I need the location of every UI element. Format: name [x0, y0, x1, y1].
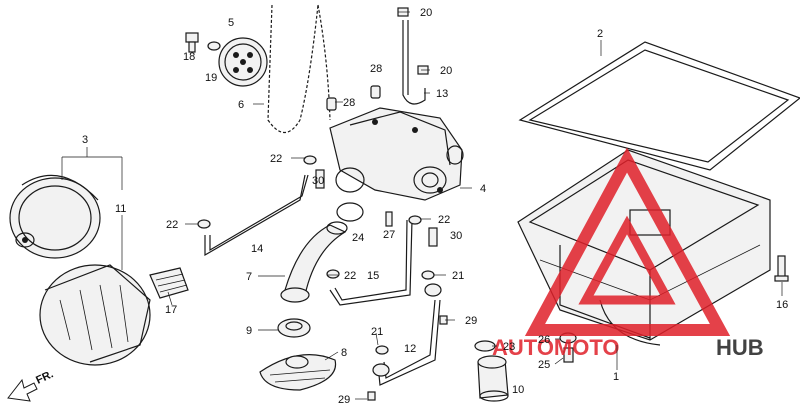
oil-pipe-14	[204, 174, 309, 257]
callout-27: 27	[383, 229, 395, 241]
callout-18: 18	[183, 51, 195, 63]
watermark-right-text: HUB	[716, 335, 764, 360]
callout-labels: 1 2 3 4 5 6 7 8 9 10 11 12 13 14 15 16 1…	[82, 7, 788, 406]
front-direction-arrow-icon: FR.	[7, 368, 55, 402]
callout-9: 9	[246, 325, 252, 337]
callout-26: 26	[538, 334, 550, 346]
pump-mounting-bolts	[315, 169, 448, 401]
callout-19: 19	[205, 72, 217, 84]
callout-12: 12	[404, 343, 416, 355]
oil-pipe-upper	[402, 20, 426, 105]
callout-17: 17	[165, 304, 177, 316]
leader-lines	[61, 11, 783, 400]
sprocket-bolt	[185, 32, 199, 53]
callout-20-top: 20	[420, 7, 432, 19]
oil-pipe-12	[372, 283, 442, 386]
callout-29-right: 29	[465, 315, 477, 327]
callout-15: 15	[367, 270, 379, 282]
callout-21-lower: 21	[371, 326, 383, 338]
callout-13: 13	[436, 88, 448, 100]
oil-pressure-switch	[477, 355, 509, 402]
strainer-seal	[277, 318, 311, 338]
callout-20-mid: 20	[440, 65, 452, 77]
callout-2: 2	[597, 28, 603, 40]
oil-strainer-pipe	[280, 221, 348, 303]
callout-11: 11	[115, 203, 126, 215]
oil-pump-assembly	[329, 107, 464, 201]
callout-8: 8	[341, 347, 347, 359]
callout-7: 7	[246, 271, 252, 283]
callout-24: 24	[352, 232, 364, 244]
oil-strainer-screen	[259, 354, 337, 391]
oil-pump-drive-chain	[267, 4, 331, 134]
callout-30-left: 30	[312, 175, 324, 187]
callout-28-lower: 28	[343, 97, 355, 109]
callout-30-right: 30	[450, 230, 462, 242]
callout-29-bottom: 29	[338, 394, 350, 406]
oil-filter-cartridge	[9, 174, 151, 366]
stud-bolt	[774, 255, 789, 282]
oil-pan-gasket	[518, 41, 800, 171]
callout-22-mid: 22	[344, 270, 356, 282]
callout-10: 10	[512, 384, 524, 396]
sprocket-washer	[207, 41, 221, 51]
callout-1: 1	[613, 371, 619, 383]
callout-22-top: 22	[270, 153, 282, 165]
callout-5: 5	[228, 17, 234, 29]
callout-3: 3	[82, 134, 88, 146]
watermark-logo-triangle-icon	[524, 147, 731, 336]
o-ring-24	[336, 202, 364, 222]
filter-nipple	[149, 267, 189, 299]
oil-pipe-15	[329, 219, 413, 306]
dowel-pin	[326, 85, 381, 111]
oil-pump-driven-sprocket	[218, 37, 268, 87]
callout-25: 25	[538, 359, 550, 371]
callout-28-top: 28	[370, 63, 382, 75]
callout-4: 4	[480, 183, 486, 195]
front-direction-label: FR.	[34, 368, 55, 386]
callout-22-right: 22	[438, 214, 450, 226]
callout-23: 23	[503, 341, 515, 353]
callout-14: 14	[251, 243, 263, 255]
callout-22-left: 22	[166, 219, 178, 231]
callout-21-right: 21	[452, 270, 464, 282]
callout-6: 6	[238, 99, 244, 111]
callout-16: 16	[776, 299, 788, 311]
